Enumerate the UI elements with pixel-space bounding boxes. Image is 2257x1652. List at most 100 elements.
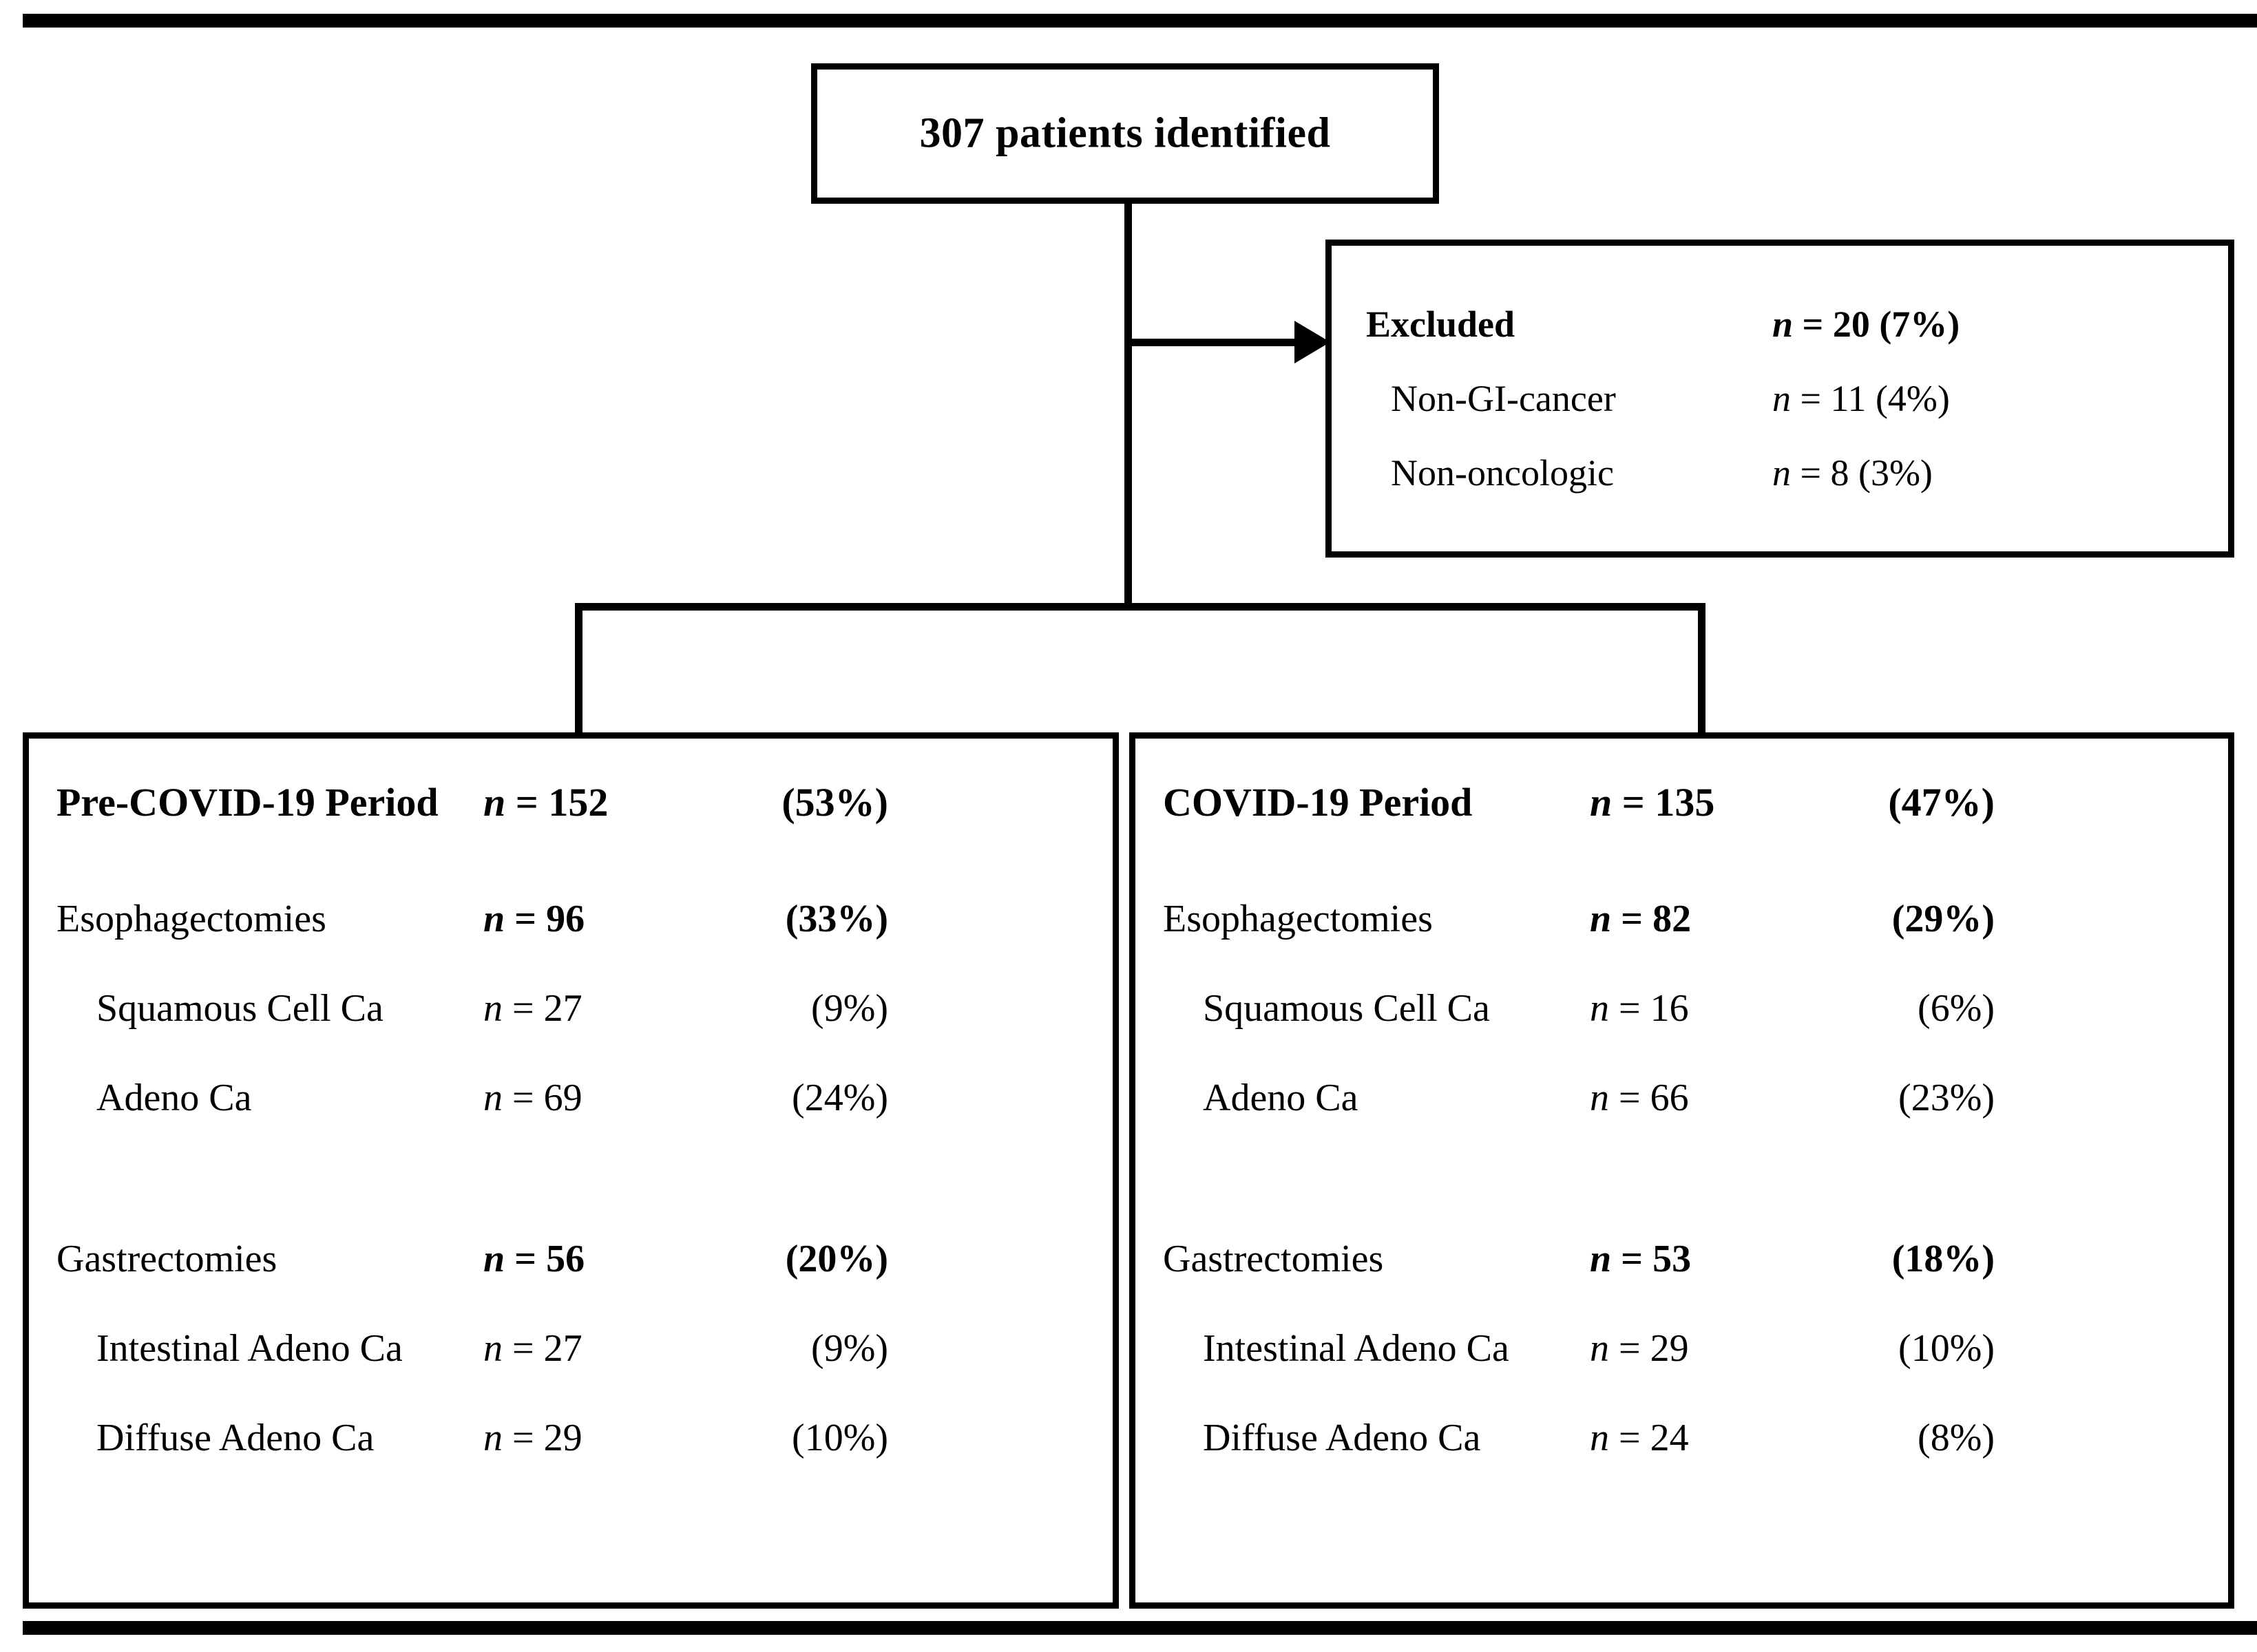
n-symbol: n (483, 1077, 503, 1119)
item-count: n = 16 (1590, 989, 1817, 1028)
item-count: n = 27 (483, 1329, 711, 1368)
n-symbol: n (1590, 780, 1613, 825)
excluded-row-non-gi-cancer: Non-GI-cancer n = 11 (4%) (1332, 377, 2228, 420)
spacer (56, 1368, 1085, 1419)
group-n: = 82 (1621, 898, 1692, 940)
pre-covid-item-squamous-cell-ca: Squamous Cell Ca n = 27 (9%) (56, 989, 1085, 1028)
connector-excluded-horizontal (1132, 339, 1301, 346)
item-label: Intestinal Adeno Ca (96, 1327, 403, 1370)
item-count: n = 24 (1590, 1419, 1817, 1457)
spacer (1163, 938, 2201, 989)
excluded-row-label: Non-oncologic (1391, 452, 1614, 494)
group-pct: (18%) (1891, 1238, 1995, 1280)
spacer (56, 938, 1085, 989)
excluded-header-pct: (7%) (1879, 304, 1960, 345)
excluded-row-pct: (4%) (1875, 378, 1950, 419)
covid-title-pct: (47%) (1888, 780, 1995, 825)
n-symbol: n (1590, 898, 1612, 940)
item-count: n = 29 (483, 1419, 711, 1457)
item-count: n = 69 (483, 1079, 711, 1117)
item-pct: (8%) (1918, 1417, 1995, 1459)
group-label: Esophagectomies (1163, 898, 1433, 940)
group-n: = 96 (514, 898, 585, 940)
excluded-row-non-oncologic: Non-oncologic n = 8 (3%) (1332, 452, 2228, 494)
covid-title-n: = 135 (1621, 780, 1715, 825)
excluded-rows: Excluded n = 20 (7%) Non-GI-cancer n = 1… (1332, 290, 2228, 507)
n-symbol: n (1590, 1238, 1612, 1280)
excluded-header-label: Excluded (1366, 304, 1515, 345)
item-n: = 69 (512, 1077, 582, 1119)
n-symbol: n (483, 1327, 503, 1370)
excluded-row-n: = 11 (1800, 378, 1867, 419)
arrow-head-icon (1294, 321, 1330, 363)
group-count: n = 56 (483, 1240, 711, 1278)
n-symbol: n (483, 987, 503, 1030)
item-count: n = 27 (483, 989, 711, 1028)
spacer (1163, 1189, 2201, 1240)
pre-covid-group-gastrectomies: Gastrectomies n = 56 (20%) (56, 1240, 1085, 1278)
excluded-header-row: Excluded n = 20 (7%) (1332, 303, 2228, 346)
excluded-header-n: = 20 (1802, 304, 1870, 345)
group-label: Gastrectomies (56, 1238, 277, 1280)
covid-group-esophagectomies: Esophagectomies n = 82 (29%) (1163, 900, 2201, 938)
excluded-row-pct: (3%) (1858, 452, 1933, 494)
top-horizontal-rule (23, 14, 2257, 28)
item-pct: (9%) (811, 1327, 888, 1370)
node-patients-identified: 307 patients identified (811, 63, 1439, 204)
excluded-row-n: = 8 (1800, 452, 1849, 494)
item-label: Adeno Ca (1203, 1077, 1358, 1119)
pre-covid-title-n: = 152 (515, 780, 609, 825)
node-covid-period: COVID-19 Period n = 135 (47%) Esophagect… (1129, 732, 2234, 1609)
item-n: = 66 (1619, 1077, 1689, 1119)
n-symbol: n (1590, 1077, 1609, 1119)
covid-item-squamous-cell-ca: Squamous Cell Ca n = 16 (6%) (1163, 989, 2201, 1028)
item-label: Squamous Cell Ca (1203, 987, 1490, 1030)
patients-identified-label: 307 patients identified (919, 109, 1331, 157)
excluded-row-label: Non-GI-cancer (1391, 378, 1616, 419)
pre-covid-title-label: Pre-COVID-19 Period (56, 780, 439, 825)
n-symbol: n (483, 780, 506, 825)
spacer (56, 1117, 1085, 1189)
item-count: n = 29 (1590, 1329, 1817, 1368)
pre-covid-item-intestinal-adeno-ca: Intestinal Adeno Ca n = 27 (9%) (56, 1329, 1085, 1368)
group-pct: (20%) (785, 1238, 888, 1280)
n-symbol: n (483, 898, 505, 940)
connector-fork-horizontal (575, 603, 1705, 611)
item-pct: (23%) (1898, 1077, 1995, 1119)
spacer (1163, 1278, 2201, 1329)
group-pct: (29%) (1891, 898, 1995, 940)
covid-title-label: COVID-19 Period (1163, 780, 1473, 825)
spacer (1163, 823, 2201, 900)
covid-title-row: COVID-19 Period n = 135 (47%) (1163, 783, 2201, 823)
covid-body: COVID-19 Period n = 135 (47%) Esophagect… (1135, 739, 2228, 1602)
n-symbol: n (1590, 1417, 1609, 1459)
pre-covid-title-pct: (53%) (781, 780, 888, 825)
covid-title-count: n = 135 (1590, 783, 1817, 823)
excluded-header-count: n = 20 (7%) (1772, 303, 1960, 346)
item-pct: (6%) (1918, 987, 1995, 1030)
excluded-row-count: n = 11 (4%) (1772, 377, 1950, 420)
connector-fork-left-drop (575, 603, 582, 734)
connector-trunk-vertical (1124, 204, 1132, 610)
spacer (56, 1189, 1085, 1240)
group-count: n = 53 (1590, 1240, 1817, 1278)
covid-item-diffuse-adeno-ca: Diffuse Adeno Ca n = 24 (8%) (1163, 1419, 2201, 1457)
n-symbol: n (483, 1417, 503, 1459)
item-label: Diffuse Adeno Ca (96, 1417, 375, 1459)
spacer (1163, 1117, 2201, 1189)
bottom-horizontal-rule (23, 1621, 2257, 1635)
item-n: = 16 (1619, 987, 1689, 1030)
group-label: Esophagectomies (56, 898, 326, 940)
spacer (56, 1278, 1085, 1329)
spacer (1163, 1368, 2201, 1419)
node-pre-covid-period: Pre-COVID-19 Period n = 152 (53%) Esopha… (23, 732, 1119, 1609)
n-symbol: n (1772, 304, 1794, 345)
item-label: Squamous Cell Ca (96, 987, 384, 1030)
covid-group-gastrectomies: Gastrectomies n = 53 (18%) (1163, 1240, 2201, 1278)
group-label: Gastrectomies (1163, 1238, 1384, 1280)
connector-fork-right-drop (1698, 603, 1705, 734)
group-n: = 53 (1621, 1238, 1692, 1280)
item-count: n = 66 (1590, 1079, 1817, 1117)
item-label: Intestinal Adeno Ca (1203, 1327, 1509, 1370)
pre-covid-item-diffuse-adeno-ca: Diffuse Adeno Ca n = 29 (10%) (56, 1419, 1085, 1457)
